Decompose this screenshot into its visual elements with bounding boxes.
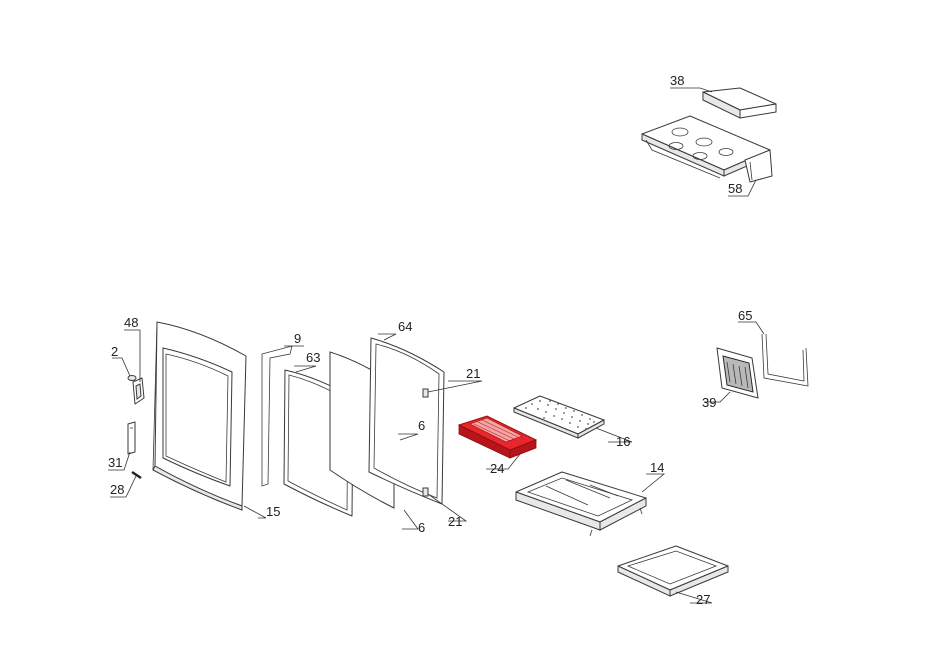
part-39-rear-plate[interactable] (716, 347, 759, 399)
part-28-screw[interactable] (131, 470, 142, 480)
callout-21-lower: 21 (448, 514, 462, 529)
part-64-glass-frame[interactable] (368, 337, 445, 505)
callout-6-lower: 6 (418, 520, 425, 535)
part-15-door-frame[interactable] (152, 321, 247, 511)
part-31-latch-plate[interactable] (127, 421, 136, 455)
part-65-gasket[interactable] (761, 333, 809, 387)
callout-labels: 38 58 48 2 31 28 15 9 63 64 6 6 21 21 24… (108, 73, 752, 607)
callout-27: 27 (696, 592, 710, 607)
callout-31: 31 (108, 455, 122, 470)
part-24-highlighted-component[interactable] (457, 415, 538, 459)
callout-38: 38 (670, 73, 684, 88)
callout-14: 14 (650, 460, 664, 475)
callout-58: 58 (728, 181, 742, 196)
leader-lines (108, 87, 765, 604)
part-48-hinge[interactable] (132, 377, 145, 405)
callout-15: 15 (266, 504, 280, 519)
callout-28: 28 (110, 482, 124, 497)
callout-16: 16 (616, 434, 630, 449)
part-14-grate-holder[interactable] (515, 471, 647, 537)
callout-21-upper: 21 (466, 366, 480, 381)
callout-65: 65 (738, 308, 752, 323)
callout-64: 64 (398, 319, 412, 334)
part-16-grate[interactable] (513, 395, 605, 439)
callout-63: 63 (306, 350, 320, 365)
callout-9: 9 (294, 331, 301, 346)
callout-48: 48 (124, 315, 138, 330)
part-2-pin[interactable] (127, 375, 137, 381)
part-21-glass-clip-upper[interactable] (422, 388, 429, 398)
part-27-ash-pan[interactable] (617, 545, 729, 597)
callout-39: 39 (702, 395, 716, 410)
callout-6-upper: 6 (418, 418, 425, 433)
part-21-glass-clip-lower[interactable] (422, 487, 429, 497)
part-58-baffle-plate[interactable] (641, 115, 773, 183)
callout-2: 2 (111, 344, 118, 359)
part-38-baffle-brick[interactable] (702, 87, 777, 119)
callout-24: 24 (490, 461, 504, 476)
